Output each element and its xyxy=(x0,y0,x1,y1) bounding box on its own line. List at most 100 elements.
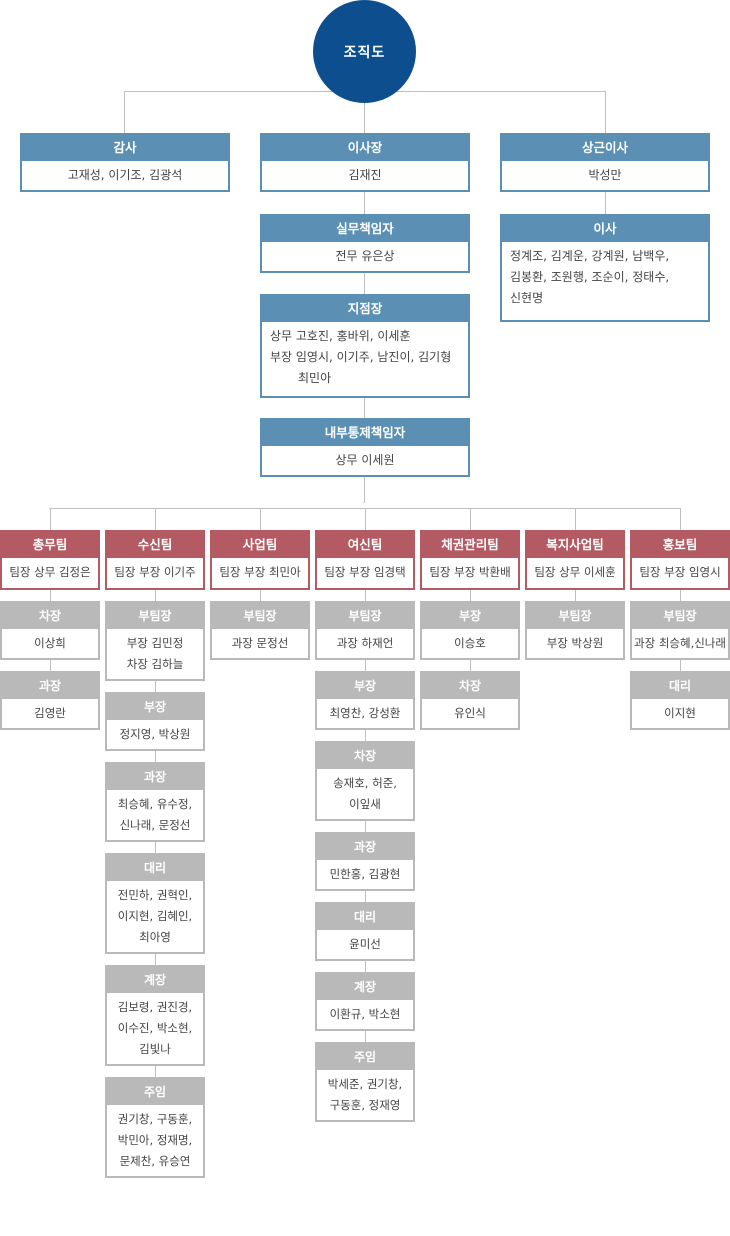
connector-line xyxy=(155,508,156,530)
rank-title: 차장 xyxy=(317,743,413,769)
connector-line xyxy=(155,842,156,853)
rank-members: 과장 문정선 xyxy=(212,629,308,658)
rank-title: 부장 xyxy=(107,694,203,720)
rank-title: 계장 xyxy=(107,967,203,993)
audit-members: 고재성, 이기조, 김광석 xyxy=(67,168,183,182)
rank-members: 이환규, 박소현 xyxy=(317,1000,413,1029)
root-label: 조직도 xyxy=(343,44,386,61)
connector-line xyxy=(605,91,606,134)
connector-line xyxy=(155,590,156,601)
rank-title: 대리 xyxy=(632,673,728,699)
branch-manager-title: 지점장 xyxy=(262,296,468,322)
team-title: 수신팀 xyxy=(107,532,203,558)
rank-title: 부팀장 xyxy=(317,603,413,629)
rank-member-line: 박민아, 정재명, xyxy=(117,1133,193,1147)
rank-members: 김보령, 권진경, 이수진, 박소현, 김빛나 xyxy=(107,993,203,1064)
rank-member-line: 신나래, 문정선 xyxy=(119,818,191,832)
connector-line xyxy=(365,821,366,832)
org-chart-root: 조직도 xyxy=(313,0,416,103)
rank-members: 과장 하재언 xyxy=(317,629,413,658)
directors-line: 정계조, 김계운, 강계원, 남백우, xyxy=(510,249,670,263)
chairman-name: 김재진 xyxy=(348,168,382,182)
rank-members: 유인식 xyxy=(422,699,518,728)
directors-title: 이사 xyxy=(502,216,708,242)
rank-member-line: 최승혜, 유수정, xyxy=(117,797,193,811)
rank-title: 과장 xyxy=(317,834,413,860)
rank-members: 윤미선 xyxy=(317,930,413,959)
connector-line xyxy=(470,660,471,671)
connector-line xyxy=(260,590,261,601)
rank-member-line: 부장 김민정 xyxy=(126,636,184,650)
directors-line: 김봉환, 조원행, 조순이, 정태수, xyxy=(510,270,670,284)
rank-member-line: 문제찬, 유승연 xyxy=(119,1154,191,1168)
rank-members: 이지현 xyxy=(632,699,728,728)
team-title: 총무팀 xyxy=(2,532,98,558)
rank-title: 주임 xyxy=(107,1079,203,1105)
rank-title: 주임 xyxy=(317,1044,413,1070)
team-head: 팀장 상무 이세훈 xyxy=(534,565,616,579)
rank-member-line: 이잎새 xyxy=(349,797,381,811)
rank-member-line: 권기창, 구동훈, xyxy=(117,1112,193,1126)
internal-control-title: 내부통제책임자 xyxy=(262,420,468,446)
practical-manager-title: 실무책임자 xyxy=(262,216,468,242)
rank-member-line: 김빛나 xyxy=(139,1042,171,1056)
connector-line xyxy=(260,508,261,530)
connector-line xyxy=(365,730,366,741)
directors-members: 정계조, 김계운, 강계원, 남백우, 김봉환, 조원행, 조순이, 정태수, … xyxy=(502,242,708,313)
rank-member-line: 과장 문정선 xyxy=(231,636,289,650)
branch-line: 부장 임영시, 이기주, 남진이, 김기형 xyxy=(270,350,452,364)
team-title: 홍보팀 xyxy=(632,532,728,558)
rank-member-line: 이지현 xyxy=(664,706,696,720)
rank-member-line: 과장 하재언 xyxy=(336,636,394,650)
connector-line xyxy=(50,590,51,601)
connector-line xyxy=(470,590,471,601)
rank-title: 부장 xyxy=(422,603,518,629)
rank-member-line: 최아영 xyxy=(139,930,171,944)
rank-member-line: 이환규, 박소현 xyxy=(329,1007,401,1021)
team-head: 팀장 상무 김정은 xyxy=(9,565,91,579)
rank-member-line: 이수진, 박소현, xyxy=(117,1021,193,1035)
directors-line: 신현명 xyxy=(510,291,544,305)
team-title: 채권관리팀 xyxy=(422,532,518,558)
chairman-box: 이사장 김재진 xyxy=(260,133,470,192)
rank-member-line: 구동훈, 정재영 xyxy=(329,1098,401,1112)
connector-line xyxy=(365,660,366,671)
connector-line xyxy=(365,891,366,902)
practical-manager-box: 실무책임자 전무 유은상 xyxy=(260,214,470,273)
internal-control-name: 상무 이세원 xyxy=(335,453,395,467)
internal-control-box: 내부통제책임자 상무 이세원 xyxy=(260,418,470,477)
connector-line xyxy=(680,508,681,530)
audit-box: 감사 고재성, 이기조, 김광석 xyxy=(20,133,230,192)
rank-title: 부팀장 xyxy=(107,603,203,629)
practical-manager-name: 전무 유은상 xyxy=(335,249,395,263)
chairman-title: 이사장 xyxy=(262,135,468,161)
team-head: 팀장 부장 임경택 xyxy=(324,565,406,579)
rank-member-line: 김보령, 권진경, xyxy=(117,1000,193,1014)
rank-title: 부장 xyxy=(317,673,413,699)
rank-member-line: 윤미선 xyxy=(349,937,381,951)
